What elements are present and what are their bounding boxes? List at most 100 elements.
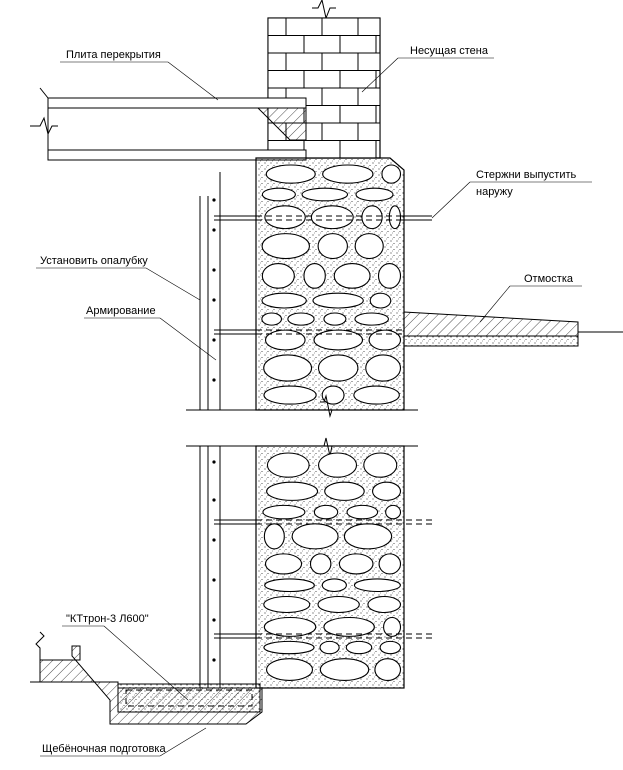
rubble-stone [319,640,340,655]
brick [321,17,359,36]
brick [357,52,381,71]
leader-lines [36,57,592,757]
brick [357,87,381,106]
rubble-stone [365,354,402,382]
rubble-stone [361,205,383,230]
rubble-stone [263,595,311,614]
rubble-stone [265,164,316,184]
floor-slab [30,87,307,161]
rubble-stone [353,578,401,593]
rubble-stone [381,164,402,184]
footing [30,631,263,725]
rubble-stone [291,523,339,550]
rubble-stone [310,205,354,230]
rubble-stone [354,312,390,326]
rubble-stone [388,205,402,230]
formwork-nail [212,268,216,272]
rubble-stone [374,658,402,682]
rubble-stone [264,205,306,230]
formwork-nail [212,298,216,302]
label-reinforcement: Армирование [86,305,156,317]
rubble-stone [263,640,315,655]
rubble-stone [319,658,370,682]
brick [303,140,341,159]
label-blind-area: Отмостка [524,273,574,285]
rubble-stone [263,385,317,405]
rubble-stone [263,523,285,550]
rubble-stone [317,354,359,382]
formwork-nail [212,228,216,232]
label-bearing-wall: Несущая стена [410,45,489,57]
rubble-stone [261,312,283,326]
rubble-stone [266,481,319,501]
rubble-wall-lower [255,445,405,689]
rubble-stone [321,385,345,405]
rubble-stone [266,452,310,478]
rubble-stone [369,292,392,309]
label-slab: Плита перекрытия [66,49,161,61]
rubble-stone [354,233,384,260]
rubble-stone [261,292,307,309]
rubble-stone [264,553,303,575]
rubble-stone [321,578,347,593]
rubble-stone [261,233,310,260]
formwork-nail [212,338,216,342]
rubble-stone [377,262,402,289]
rubble-stone [301,187,349,202]
brick [267,35,305,54]
rubble-stone [265,658,314,682]
brick [357,17,381,36]
rubble-stone [317,452,358,478]
rubble-stone [353,385,400,405]
rubble-stone [333,262,371,289]
rubble-stone [312,292,364,309]
brick [339,70,377,89]
label-product: "КТтрон-3 Л600" [66,613,149,625]
brick [285,52,323,71]
label-rods-line2: наружу [476,186,513,198]
blind-area [403,311,623,347]
rubble-stone [287,312,315,326]
label-formwork: Установить опалубку [40,255,148,267]
rubble-stone [261,187,296,202]
rubble-stone [346,504,379,520]
rubble-stone [263,354,313,382]
rubble-stone [303,262,326,289]
rubble-stone [264,329,306,351]
formwork-nail [212,198,216,202]
rubble-stone [263,616,317,637]
brick [321,122,359,141]
rubble-stone [345,640,373,655]
rubble-stone [355,187,394,202]
formwork-nail [212,538,216,542]
formwork-nail [212,618,216,622]
brick [303,35,341,54]
rubble-wall-upper [255,157,405,411]
label-rods-line1: Стержни выпустить [476,169,577,181]
brick [339,35,377,54]
rubble-stone [363,452,398,478]
rubble-stone [368,329,402,351]
rubble-stone [313,504,339,520]
rubble-stone [313,329,364,351]
rubble-stone [322,164,374,184]
rubble-stone [317,595,360,614]
rubble-stone [264,578,315,593]
reinforcement-rods [214,215,434,639]
rubble-stone [309,553,332,575]
formwork-nail [212,658,216,662]
rubble-stone [261,262,295,289]
rubble-stone [379,640,402,655]
brick [357,122,381,141]
label-gravel-bed: Щебёночная подготовка [42,743,166,755]
rubble-stone [338,553,374,575]
brick [267,17,287,36]
rubble-stone [383,616,402,637]
formwork-nail [212,460,216,464]
formwork-nail [212,378,216,382]
rubble-stone [343,523,393,550]
brick [339,105,377,124]
brick [303,105,341,124]
rubble-stone [372,481,402,501]
